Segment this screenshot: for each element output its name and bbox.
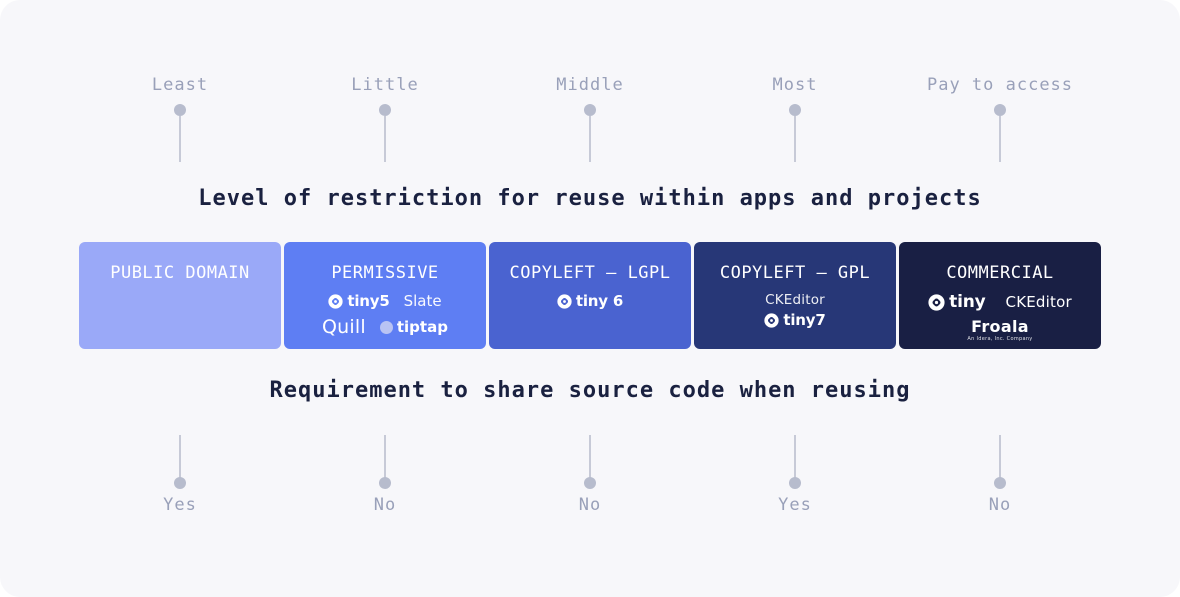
logo-row: tiny 6 xyxy=(557,292,623,310)
pin-dot-icon xyxy=(379,477,391,489)
pin-dot-icon xyxy=(789,104,801,116)
share-source-label: No xyxy=(988,495,1012,515)
card-logos: tiny5 Slate Quill tiptap xyxy=(322,292,448,338)
card-logos: CKEditor tiny7 xyxy=(764,292,826,329)
card-title: COPYLEFT — LGPL xyxy=(509,263,671,283)
card-logos: tiny CKEditor Froala An Idera, Inc. Comp… xyxy=(928,292,1072,342)
pin-line xyxy=(179,435,181,478)
froala-sublabel: An Idera, Inc. Company xyxy=(967,336,1033,342)
pin-line xyxy=(179,116,181,162)
page-subtitle: Requirement to share source code when re… xyxy=(269,378,911,403)
restriction-level-label: Pay to access xyxy=(926,75,1074,95)
tinymce7-label: tiny7 xyxy=(783,311,826,329)
share-source-label: No xyxy=(578,495,602,515)
restriction-level-label: Middle xyxy=(556,75,624,95)
pin-dot-icon xyxy=(789,477,801,489)
card-title: PERMISSIVE xyxy=(331,263,439,283)
pin-dot-icon xyxy=(379,104,391,116)
page-title: Level of restriction for reuse within ap… xyxy=(198,186,982,211)
pin-line xyxy=(999,435,1001,478)
card-public-domain: PUBLIC DOMAIN xyxy=(79,242,281,349)
tinymce-logo: tiny xyxy=(928,292,986,312)
pin-dot-icon xyxy=(994,477,1006,489)
restriction-pin-permissive: Little xyxy=(284,75,486,162)
tiptap-icon xyxy=(379,320,393,334)
tinymce-icon xyxy=(928,293,945,311)
logo-row: tiny5 Slate xyxy=(328,292,442,310)
card-commercial: COMMERCIAL tiny CKEditor Froala xyxy=(899,242,1101,349)
logo-row: Quill tiptap xyxy=(322,316,448,338)
pin-line xyxy=(794,435,796,478)
tinymce5-logo: tiny5 xyxy=(328,292,390,310)
pin-dot-icon xyxy=(174,104,186,116)
share-source-label: No xyxy=(373,495,397,515)
tinymce-icon xyxy=(328,293,344,309)
restriction-pin-commercial: Pay to access xyxy=(899,75,1101,162)
card-permissive: PERMISSIVE tiny5 Slate Quill xyxy=(284,242,486,349)
restriction-level-label: Most xyxy=(772,75,818,95)
card-title: COPYLEFT — GPL xyxy=(719,263,871,283)
share-pin-copyleft-lgpl: No xyxy=(489,435,691,515)
share-pin-permissive: No xyxy=(284,435,486,515)
card-copyleft-gpl: COPYLEFT — GPL CKEditor tiny7 xyxy=(694,242,896,349)
tiptap-label: tiptap xyxy=(396,318,448,336)
restriction-axis: Least Little Middle Most Pay to access xyxy=(79,75,1101,162)
restriction-level-label: Least xyxy=(151,75,209,95)
tinymce-icon xyxy=(764,312,780,328)
pin-dot-icon xyxy=(174,477,186,489)
card-copyleft-lgpl: COPYLEFT — LGPL tiny 6 xyxy=(489,242,691,349)
share-pin-copyleft-gpl: Yes xyxy=(694,435,896,515)
share-pin-commercial: No xyxy=(899,435,1101,515)
tinymce-icon xyxy=(557,293,572,309)
pin-dot-icon xyxy=(994,104,1006,116)
share-pin-public-domain: Yes xyxy=(79,435,281,515)
ckeditor-logo: CKEditor xyxy=(1005,293,1072,311)
pin-line xyxy=(384,116,386,162)
tinymce7-logo: tiny7 xyxy=(764,311,826,329)
pin-line xyxy=(384,435,386,478)
pin-line xyxy=(999,116,1001,162)
pin-line xyxy=(589,435,591,478)
share-source-axis: Yes No No Yes No xyxy=(79,435,1101,515)
restriction-pin-public-domain: Least xyxy=(79,75,281,162)
restriction-level-label: Little xyxy=(351,75,419,95)
pin-line xyxy=(589,116,591,162)
card-title: COMMERCIAL xyxy=(946,263,1054,283)
slate-logo: Slate xyxy=(403,292,442,310)
tiptap-logo: tiptap xyxy=(379,318,448,336)
card-title: PUBLIC DOMAIN xyxy=(110,263,250,283)
card-logos: tiny 6 xyxy=(557,292,623,310)
logo-row: tiny CKEditor xyxy=(928,292,1072,312)
froala-label: Froala xyxy=(971,317,1029,336)
tinymce5-label: tiny5 xyxy=(347,292,390,310)
share-source-label: Yes xyxy=(778,495,812,515)
froala-logo: Froala An Idera, Inc. Company xyxy=(967,319,1032,342)
pin-dot-icon xyxy=(584,477,596,489)
cards-row: PUBLIC DOMAIN PERMISSIVE tiny5 Slate xyxy=(79,242,1101,349)
pin-dot-icon xyxy=(584,104,596,116)
tinymce6-label: tiny 6 xyxy=(575,292,624,310)
restriction-pin-copyleft-lgpl: Middle xyxy=(489,75,691,162)
ckeditor-logo: CKEditor xyxy=(765,292,825,308)
restriction-pin-copyleft-gpl: Most xyxy=(694,75,896,162)
share-source-label: Yes xyxy=(163,495,197,515)
pin-line xyxy=(794,116,796,162)
tinymce6-logo: tiny 6 xyxy=(557,292,623,310)
quill-logo: Quill xyxy=(322,316,366,338)
tinymce-label: tiny xyxy=(949,292,986,312)
